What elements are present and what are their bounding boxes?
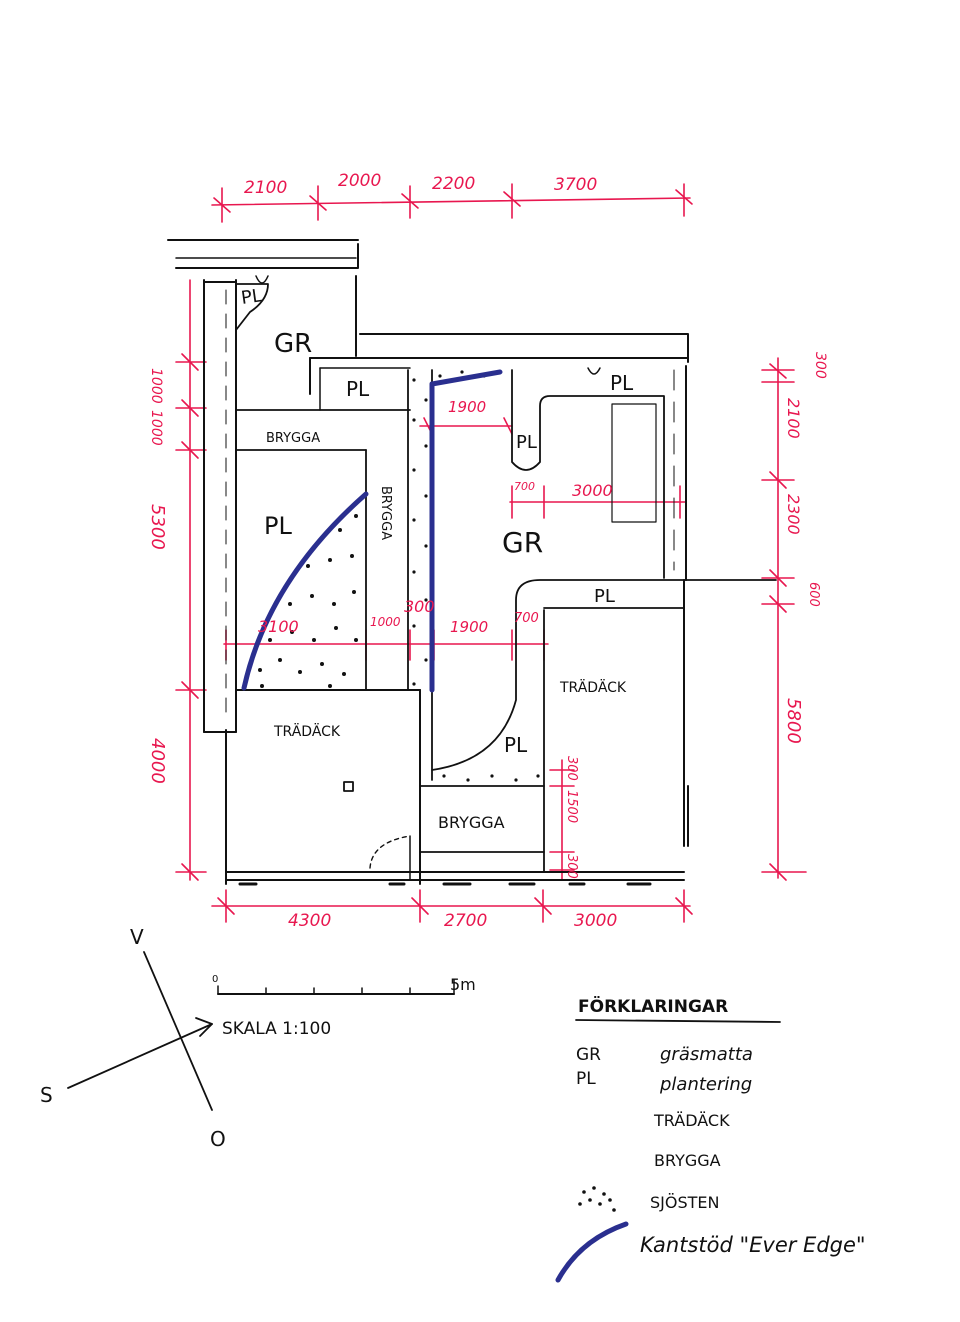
dim-inner-1500: 1500 bbox=[564, 790, 579, 823]
ever-edge-curbs bbox=[241, 369, 503, 693]
legend: FÖRKLARINGAR GR gräsmatta PL plantering … bbox=[555, 995, 866, 1283]
legend-text-ever-edge: Kantstöd "Ever Edge" bbox=[640, 1233, 866, 1257]
area-label-pl: PL bbox=[504, 733, 528, 757]
compass: V O S bbox=[40, 925, 226, 1151]
area-label-pl: PL bbox=[264, 512, 292, 540]
area-label-brygga: BRYGGA bbox=[438, 813, 505, 832]
dim-right-5: 5800 bbox=[783, 698, 804, 744]
legend-text-pl: plantering bbox=[659, 1074, 752, 1095]
compass-west-label: S bbox=[40, 1083, 53, 1107]
area-label-brygga: BRYGGA bbox=[378, 486, 393, 540]
dim-inner-3100: 3100 bbox=[258, 617, 299, 636]
dimension-lines bbox=[175, 183, 807, 923]
dim-left-1: 1000 bbox=[148, 368, 164, 404]
dimension-labels: 2100 2000 2200 3700 4300 2700 3000 1000 … bbox=[147, 171, 828, 931]
scale-zero: 0 bbox=[212, 974, 218, 985]
dim-top-1: 2100 bbox=[244, 178, 287, 198]
dim-left-4: 4000 bbox=[147, 738, 168, 784]
area-labels: PL GR PL PL PL BRYGGA PL BRYGGA GR PL TR… bbox=[240, 285, 634, 832]
area-label-pl: PL bbox=[610, 371, 634, 395]
dim-right-1: 300 bbox=[812, 352, 828, 379]
dim-top-3: 2200 bbox=[432, 174, 475, 194]
dim-inner-700-top: 700 bbox=[514, 480, 535, 493]
dim-bottom-2: 2700 bbox=[444, 911, 487, 931]
dim-top-4: 3700 bbox=[554, 175, 597, 195]
dim-inner-1900-mid: 1900 bbox=[450, 618, 488, 636]
dim-inner-1000: 1000 bbox=[370, 615, 401, 629]
legend-text-brygga: BRYGGA bbox=[654, 1151, 721, 1170]
legend-ever-edge-swatch bbox=[555, 1221, 629, 1283]
scale-bar: 0 5m SKALA 1:100 bbox=[212, 974, 476, 1039]
sjosten-pattern bbox=[258, 370, 540, 782]
dim-bottom-1: 4300 bbox=[288, 911, 331, 931]
area-label-pl: PL bbox=[240, 285, 264, 309]
dim-inner-300: 300 bbox=[404, 597, 435, 616]
dim-right-4: 600 bbox=[806, 582, 821, 607]
area-label-tradack: TRÄDÄCK bbox=[559, 678, 627, 696]
dim-top-2: 2000 bbox=[338, 171, 381, 191]
plan-walls bbox=[167, 239, 777, 886]
compass-south-label: O bbox=[210, 1127, 226, 1151]
legend-text-tradack: TRÄDÄCK bbox=[653, 1111, 730, 1130]
dim-inner-300-a: 300 bbox=[564, 756, 579, 781]
scale-five: 5m bbox=[450, 975, 476, 994]
dim-inner-300-b: 300 bbox=[564, 854, 579, 879]
dim-left-3: 5300 bbox=[147, 504, 168, 550]
area-label-gr: GR bbox=[274, 329, 312, 359]
legend-sjosten-swatch bbox=[578, 1186, 616, 1212]
legend-code-gr: GR bbox=[576, 1045, 601, 1065]
dim-inner-3000: 3000 bbox=[572, 481, 613, 500]
area-label-pl: PL bbox=[516, 432, 537, 453]
dim-inner-700-mid: 700 bbox=[514, 611, 539, 626]
area-label-gr: GR bbox=[502, 526, 543, 559]
dim-right-3: 2300 bbox=[784, 494, 803, 535]
dim-right-2: 2100 bbox=[784, 398, 803, 439]
area-label-pl: PL bbox=[594, 586, 615, 607]
legend-title: FÖRKLARINGAR bbox=[578, 995, 728, 1017]
legend-code-pl: PL bbox=[576, 1069, 596, 1089]
dim-left-2: 1000 bbox=[148, 410, 164, 446]
dim-bottom-3: 3000 bbox=[574, 911, 617, 931]
area-label-brygga: BRYGGA bbox=[266, 431, 320, 446]
dim-inner-1900-top: 1900 bbox=[448, 398, 486, 416]
area-label-pl: PL bbox=[346, 377, 370, 401]
legend-text-sjosten: SJÖSTEN bbox=[650, 1193, 719, 1212]
area-label-tradack: TRÄDÄCK bbox=[273, 722, 341, 740]
compass-north-label: V bbox=[130, 925, 144, 949]
legend-text-gr: gräsmatta bbox=[660, 1044, 753, 1065]
scale-label: SKALA 1:100 bbox=[222, 1019, 331, 1039]
